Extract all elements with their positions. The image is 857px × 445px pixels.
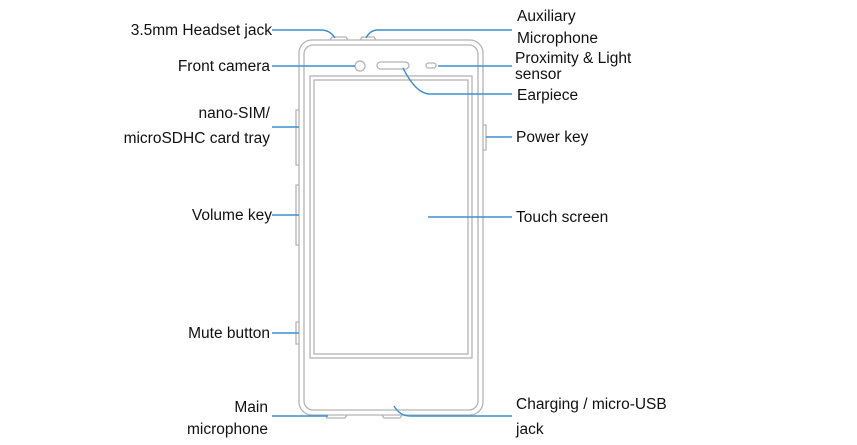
- label-main-mic-line1: Main: [234, 399, 268, 416]
- leader-earpiece: [402, 67, 512, 95]
- label-aux-mic-line1: Auxiliary: [517, 8, 576, 25]
- earpiece-slot: [376, 61, 410, 70]
- leader-headset-jack: [272, 29, 336, 39]
- label-sim-tray-line1: nano-SIM/: [198, 105, 270, 122]
- label-mute-button: Mute button: [188, 325, 270, 342]
- label-earpiece: Earpiece: [517, 87, 578, 104]
- label-power-key: Power key: [516, 129, 589, 146]
- label-touch-screen: Touch screen: [516, 209, 608, 226]
- headset-jack-notch: [329, 36, 349, 41]
- label-front-camera: Front camera: [178, 58, 271, 75]
- leader-charging: [393, 405, 512, 417]
- left-labels: 3.5mm Headset jack Front camera nano-SIM…: [124, 22, 273, 438]
- label-headset-jack: 3.5mm Headset jack: [131, 22, 273, 39]
- usb-port-notch: [381, 414, 403, 419]
- phone-outer-frame: [298, 39, 484, 416]
- label-aux-mic-line2: Microphone: [517, 30, 598, 47]
- label-proximity-line2: sensor: [515, 66, 562, 83]
- label-main-mic-line2: microphone: [187, 421, 268, 438]
- leader-lines: [272, 29, 512, 417]
- left-side-tray-bump: [295, 109, 299, 166]
- label-charging-line2: jack: [515, 421, 544, 438]
- aux-mic-notch: [359, 36, 377, 41]
- label-volume-key: Volume key: [192, 207, 272, 224]
- right-labels: Auxiliary Microphone Proximity & Light s…: [515, 8, 667, 438]
- label-charging-line1: Charging / micro-USB: [516, 396, 667, 413]
- label-sim-tray-line2: microSDHC card tray: [124, 130, 271, 147]
- proximity-sensor-icon: [425, 62, 437, 69]
- label-proximity-line1: Proximity & Light: [515, 50, 632, 67]
- front-camera-icon: [354, 60, 366, 72]
- leader-aux-mic: [365, 29, 512, 39]
- phone-inner-frame: [303, 44, 479, 411]
